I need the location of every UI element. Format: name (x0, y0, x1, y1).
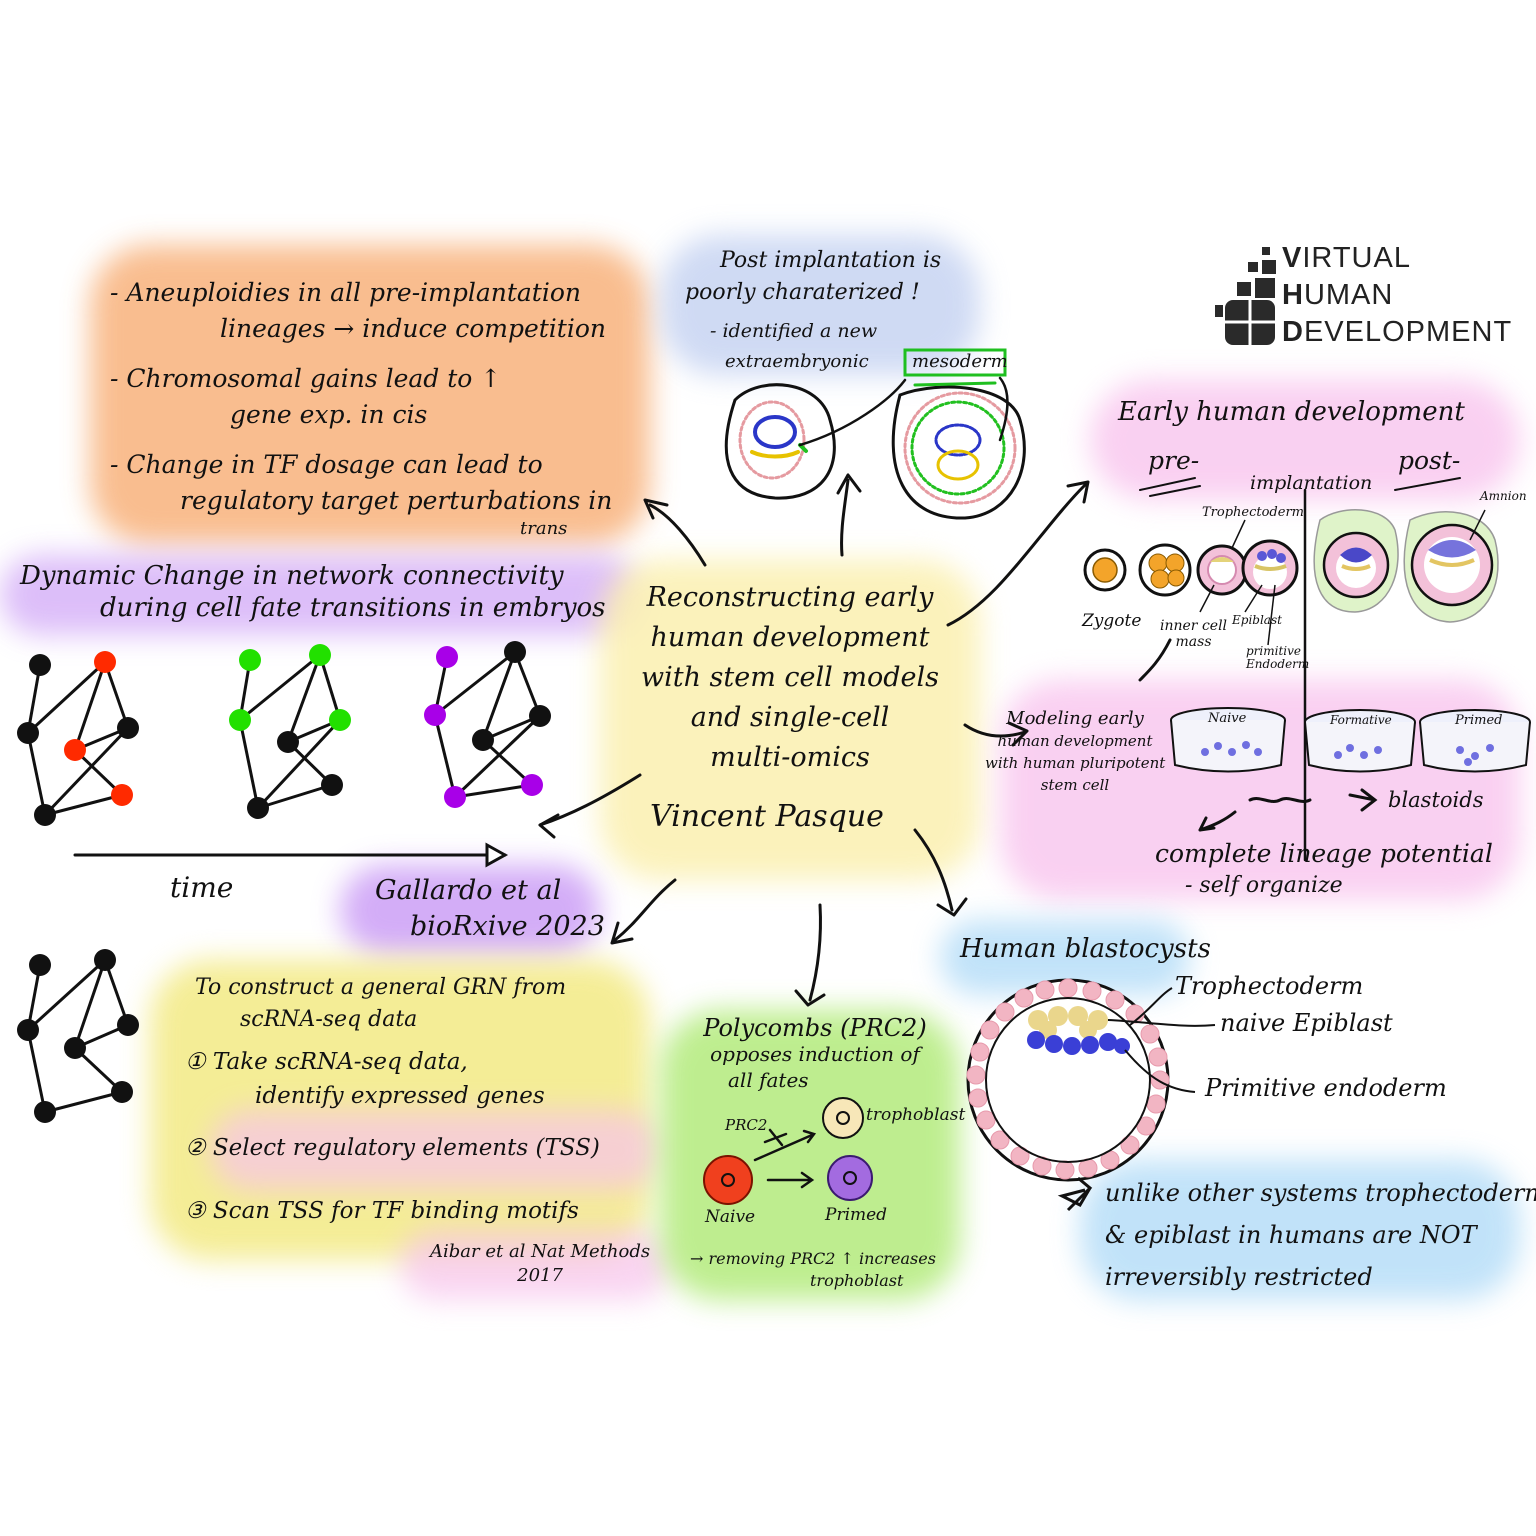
early-dev-zygote: Zygote (1082, 611, 1142, 631)
post-implant-wash (660, 235, 980, 375)
network-graph-3-nodes (424, 641, 551, 808)
polycomb-title: Polycombs (PRC2) opposes induction of al… (703, 1014, 927, 1092)
dish-primed (1419, 709, 1531, 773)
dish-naive-label: Naive (1208, 711, 1247, 726)
post-embryo-a (1313, 509, 1399, 613)
network-graph-1-nodes (17, 651, 139, 826)
prc2-label: PRC2 (725, 1116, 768, 1134)
dish-naive (1170, 707, 1286, 773)
arrow-to-aneuploidy (648, 503, 707, 567)
post-embryo-b (1403, 509, 1499, 623)
modeling-note: Modeling early human development with hu… (985, 708, 1166, 794)
grn-step-1: ① Take scRNA-seq data, identify expresse… (185, 1049, 545, 1109)
center-wash (600, 560, 980, 880)
polycomb-diagram (703, 1097, 873, 1205)
early-dev-epiblast: Epiblast (1232, 613, 1282, 627)
gallardo-ref: Gallardo et al bioRxive 2023 (375, 875, 605, 942)
logo-development: DEVELOPMENT (1282, 316, 1513, 348)
post-implant-mesoderm: mesoderm (912, 351, 1008, 372)
arrow-to-grn (613, 878, 677, 942)
time-label: time (170, 871, 234, 904)
logo-virtual: VIRTUAL (1282, 242, 1411, 274)
network-graph-3 (433, 650, 542, 799)
early-dev-post: post- (1398, 446, 1461, 475)
zygote (1083, 548, 1127, 592)
polycomb-primed-label: Primed (825, 1205, 888, 1225)
aneuploidy-wash (90, 245, 650, 545)
network-graph-grn-nodes (17, 949, 139, 1123)
polycomb-wash (660, 1010, 960, 1300)
post-implant-extraembryonic: extraembryonic (725, 351, 869, 372)
early-dev-pre: pre- (1148, 446, 1200, 475)
early-dev-pointers (1199, 519, 1276, 646)
arrow-to-post-implant (840, 478, 850, 557)
arrow-to-early-dev (946, 483, 1087, 627)
blastocyst-trophectoderm: Trophectoderm (1175, 972, 1364, 1000)
blastocyst-note: unlike other systems trophectoderm & epi… (1105, 1179, 1536, 1291)
early-dev-title: Early human development (1118, 397, 1465, 427)
speaker-name: Vincent Pasque (650, 799, 884, 834)
network-graph-grn (26, 958, 130, 1114)
blastocyst-title: Human blastocysts (960, 934, 1211, 964)
blastoids-label: blastoids (1388, 788, 1484, 812)
polycomb-note: → removing PRC2 ↑ increases trophoblast (690, 1249, 936, 1290)
arrow-to-polycomb (808, 903, 822, 1002)
early-dev-trophectoderm: Trophectoderm (1202, 505, 1304, 520)
human-blastocyst (966, 978, 1216, 1182)
polycomb-naive-label: Naive (705, 1207, 756, 1227)
network-title-wash (0, 555, 640, 635)
logo-human: HUMAN (1282, 279, 1394, 311)
blastocyst-epiblast: naive Epiblast (1220, 1009, 1393, 1037)
logo-mark (1215, 247, 1276, 345)
aibar-wash (400, 1230, 670, 1300)
network-title: Dynamic Change in network connectivity d… (20, 561, 606, 623)
post-implant-embryo-1 (724, 378, 907, 500)
early-dev-implantation: implantation (1250, 472, 1373, 494)
dish-formative-label: Formative (1330, 713, 1392, 727)
trophoblast-label: trophoblast (866, 1105, 966, 1125)
arrow-to-network (538, 773, 642, 827)
post-implant-notes: Post implantation is poorly charaterized… (685, 248, 942, 342)
arrow-to-modeling (963, 723, 1027, 738)
late-blastocyst (1241, 539, 1299, 597)
grn-title: To construct a general GRN from scRNA-se… (195, 975, 567, 1032)
post-implant-embryo-2 (891, 348, 1026, 520)
network-graph-2-nodes (229, 644, 351, 819)
arrow-to-blastocyst (913, 828, 954, 912)
early-dev-amnion: Amnion (1480, 489, 1527, 503)
gallardo-wash (340, 865, 600, 955)
early-blastocyst (1196, 544, 1248, 596)
aneuploidy-notes: - Aneuploidies in all pre-implantation l… (110, 278, 613, 539)
grn-step-2: ② Select regulatory elements (TSS) (185, 1135, 600, 1161)
grn-step-3: ③ Scan TSS for TF binding motifs (185, 1198, 579, 1224)
dish-formative (1304, 709, 1416, 773)
star-icon (1057, 1176, 1093, 1212)
dish-primed-label: Primed (1455, 713, 1503, 728)
blastocyst-note-wash (1080, 1160, 1520, 1300)
complete-lineage-note: complete lineage potential - self organi… (1155, 839, 1493, 898)
morula (1138, 543, 1192, 597)
blastocyst-primitive-endoderm: Primitive endoderm (1205, 1074, 1447, 1102)
grn-step2-wash (210, 1110, 660, 1190)
